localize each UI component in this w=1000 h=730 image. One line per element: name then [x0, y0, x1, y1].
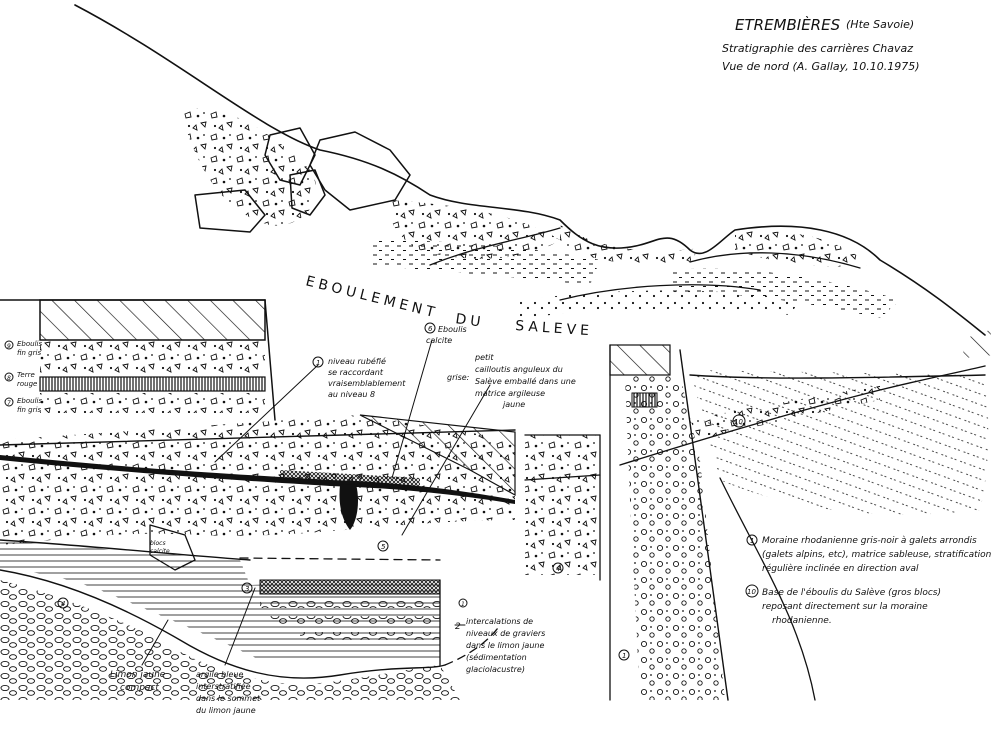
left-layer8-line2: rouge: [17, 380, 37, 388]
marker-1-mid: 1: [461, 601, 465, 608]
note-n2-line2: niveaux de graviers: [466, 629, 545, 638]
left-layer7-line1: Eboulis: [17, 397, 42, 405]
note-n1-line2: se raccordant: [328, 368, 384, 377]
note-n6-num: 6: [428, 325, 433, 333]
note-n2-line1: intercalations de: [466, 617, 533, 626]
left-layer9-num: 9: [7, 343, 11, 350]
right-profile: [609, 344, 989, 701]
note-n2-num: 2: [455, 622, 461, 632]
legend: 1 Moraine rhodanienne gris-noir à galets…: [745, 534, 992, 626]
title-block: ETREMBIÈRES (Hte Savoie) Stratigraphie d…: [722, 15, 920, 73]
note-petit-line5: jaune: [502, 400, 525, 409]
left-layer9-line1: Eboulis: [17, 340, 42, 348]
note-petit-line4: matrice argileuse: [475, 389, 545, 398]
note-n1-line1: niveau rubéfié: [328, 356, 386, 366]
leaders: [141, 339, 491, 666]
left-layer8-line1: Terre: [17, 371, 35, 379]
note-petit-line1: petit: [474, 353, 494, 362]
note-n1-line4: au niveau 8: [328, 390, 375, 399]
title-region: (Hte Savoie): [846, 18, 914, 31]
legend-10-num: 10: [747, 588, 756, 596]
legend-1-line1: Moraine rhodanienne gris-noir à galets a…: [762, 536, 977, 546]
banner-part2: DU: [454, 311, 485, 331]
note-blocs-line1: blocs: [150, 540, 166, 547]
banner-part3: SALEVE: [515, 318, 594, 339]
note-argile-line1: argile bleue: [196, 670, 243, 679]
marker-5: 5: [381, 543, 386, 551]
marker-1-right: 1: [622, 652, 626, 660]
left-layer7-num: 7: [7, 400, 11, 407]
note-argile-line2: interstratifiée: [196, 681, 251, 691]
note-n2-line4: (sédimentation: [466, 652, 527, 662]
note-argile-line3: dans le sommet: [196, 694, 261, 703]
middle-column: [524, 434, 601, 581]
note-argile-line4: du limon jaune: [196, 706, 256, 715]
left-layer8-num: 8: [7, 375, 11, 382]
legend-1-line2: (galets alpins, etc), matrice sableuse, …: [762, 550, 992, 560]
left-profile: 9 Eboulis fin gris 8 Terre rouge 7 Eboul…: [0, 299, 276, 421]
note-n1-num: 1: [316, 359, 320, 367]
legend-10-line2: reposant directement sur la moraine: [762, 602, 928, 612]
legend-1-line3: régulière inclinée en direction aval: [762, 563, 919, 574]
layer-markers: 3 4 5 4 1 10 1: [57, 414, 746, 661]
annotations: 1 niveau rubéfié se raccordant vraisembl…: [110, 322, 576, 715]
marker-3: 3: [245, 585, 249, 593]
main-profile: [0, 414, 516, 700]
legend-10-line1: Base de l'éboulis du Salève (gros blocs): [762, 587, 941, 598]
marker-4-mid: 4: [556, 565, 560, 573]
left-layer9-line2: fin gris: [17, 349, 41, 357]
banner-part1: EBOULEMENT: [304, 273, 440, 321]
note-petit-line3: Salève emballé dans une: [475, 376, 576, 386]
note-n6-line1: Eboulis: [438, 325, 467, 334]
note-limon-line2: compact: [120, 683, 159, 693]
title-line2: Stratigraphie des carrières Chavaz: [722, 42, 913, 55]
note-petit-line2: cailloutis anguleux du: [475, 365, 563, 374]
note-blocs-line2: calcite: [150, 548, 170, 555]
note-n6-line2: calcite: [426, 336, 452, 345]
note-n1-line3: vraisemblablement: [328, 379, 406, 388]
legend-1-num: 1: [750, 537, 754, 545]
note-grise: grise:: [447, 373, 470, 382]
title-line3: Vue de nord (A. Gallay, 10.10.1975): [722, 60, 920, 73]
left-layer7-line2: fin gris: [17, 406, 41, 414]
legend-10-line3: rhodanienne.: [772, 616, 832, 626]
note-limon-line1: Limon jaune: [110, 670, 166, 680]
title-site: ETREMBIÈRES: [735, 15, 841, 34]
note-n2-line5: glaciolacustre): [466, 665, 525, 674]
note-n2-line3: dans le limon jaune: [466, 641, 544, 650]
marker-10: 10: [734, 418, 743, 426]
marker-4-left: 4: [61, 600, 65, 608]
top-section: [74, 4, 995, 358]
